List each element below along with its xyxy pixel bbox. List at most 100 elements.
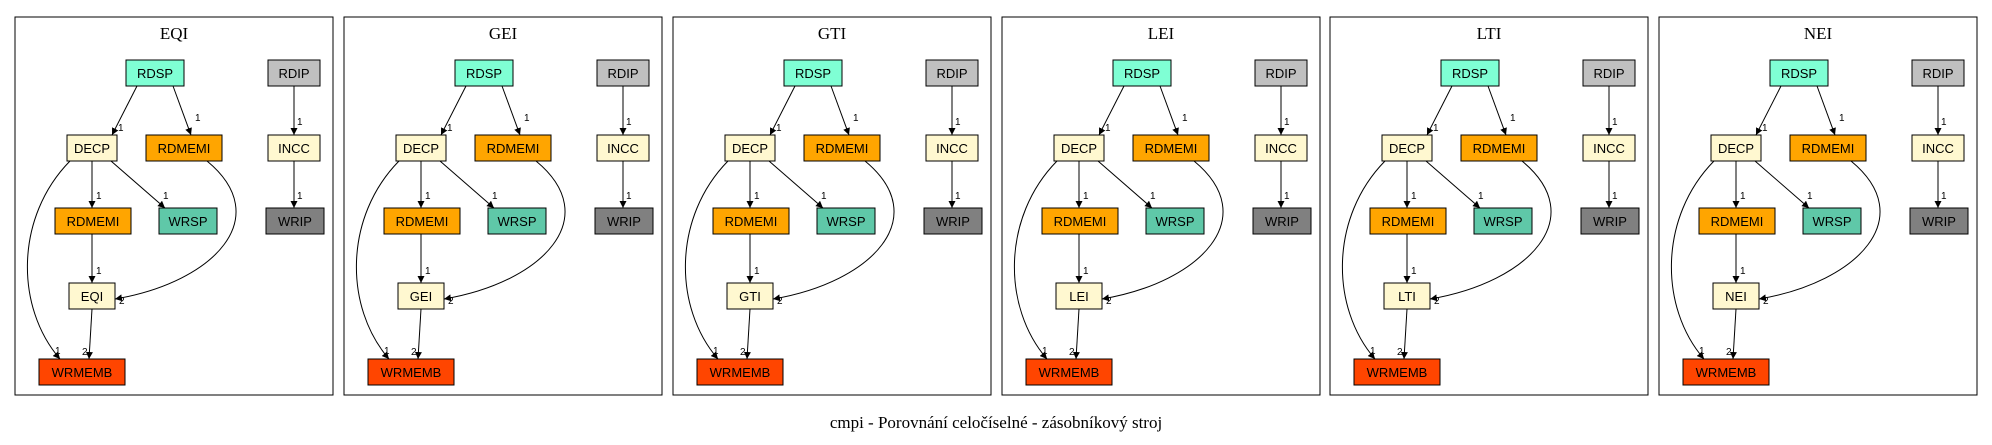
edge-arrow — [743, 308, 751, 360]
node-label: LTI — [1398, 289, 1416, 304]
node-wrsp: WRSP — [158, 207, 218, 235]
node-label: WRSP — [1484, 214, 1523, 229]
node-label: WRSP — [498, 214, 537, 229]
node-wrsp: WRSP — [1473, 207, 1533, 235]
node-decp: DECP — [724, 134, 776, 162]
edge-label: 1 — [713, 346, 719, 357]
node-rdip: RDIP — [1582, 59, 1636, 87]
edge-label: 2 — [1434, 296, 1440, 307]
edge-label: 1 — [297, 117, 303, 128]
node-box — [1055, 282, 1103, 310]
node-label: DECP — [1718, 141, 1754, 156]
edge-label: 1 — [853, 113, 859, 124]
node-rdmemi: RDMEMI — [712, 207, 790, 235]
node-box — [1582, 134, 1636, 162]
node-label: RDMEMI — [1711, 214, 1764, 229]
node-rdmemi: RDMEMI — [54, 207, 132, 235]
node-rdip: RDIP — [1254, 59, 1308, 87]
node-label: WRMEMB — [1696, 365, 1757, 380]
edge-arrow — [1816, 85, 1836, 136]
edge-arrow — [439, 160, 495, 209]
node-label: WRIP — [1593, 214, 1627, 229]
node-label: RDIP — [1922, 66, 1953, 81]
node-incc: INCC — [1911, 134, 1965, 162]
node-label: INCC — [1265, 141, 1297, 156]
node-box — [1682, 358, 1770, 386]
edge-label: 1 — [425, 191, 431, 202]
node-decp: DECP — [66, 134, 118, 162]
edge-label: 1 — [1150, 191, 1156, 202]
edge-arrow — [1400, 308, 1408, 360]
node-label: INCC — [1922, 141, 1954, 156]
panel-title: GTI — [818, 24, 847, 43]
node-box — [267, 134, 321, 162]
node-label: DECP — [1061, 141, 1097, 156]
edge-label: 1 — [1510, 113, 1516, 124]
edge-arrow — [1098, 85, 1125, 136]
node-wrsp: WRSP — [1145, 207, 1205, 235]
node-box — [712, 207, 790, 235]
edge-arrow — [443, 160, 566, 302]
edge-label: 1 — [1612, 191, 1618, 202]
node-box — [724, 134, 776, 162]
edge-label: 2 — [740, 347, 746, 358]
edge-label: 1 — [1105, 123, 1111, 134]
edge-arrow — [830, 85, 850, 136]
node-box — [783, 59, 843, 87]
node-box — [1041, 207, 1119, 235]
edge-arrow — [1342, 160, 1386, 360]
node-rdmemi-top: RDMEMI — [1460, 134, 1538, 162]
edge-arrow — [1101, 160, 1224, 302]
node-rdip: RDIP — [267, 59, 321, 87]
node-rdmemi-top: RDMEMI — [474, 134, 552, 162]
edge-arrow — [1754, 160, 1810, 209]
node-op: NEI — [1712, 282, 1760, 310]
node-label: WRIP — [278, 214, 312, 229]
node-box — [803, 134, 881, 162]
edge-arrow — [356, 160, 400, 360]
node-box — [383, 207, 461, 235]
node-label: RDIP — [607, 66, 638, 81]
edge-arrow — [27, 160, 71, 360]
node-label: WRMEMB — [52, 365, 113, 380]
edge-label: 1 — [1807, 191, 1813, 202]
node-box — [923, 207, 983, 235]
node-label: INCC — [936, 141, 968, 156]
node-label: GTI — [739, 289, 761, 304]
edge-label: 1 — [1941, 191, 1947, 202]
node-incc: INCC — [1582, 134, 1636, 162]
node-label: RDMEMI — [158, 141, 211, 156]
edge-label: 1 — [955, 117, 961, 128]
node-label: WRSP — [169, 214, 208, 229]
edge-label: 1 — [1433, 123, 1439, 134]
node-rdmemi-top: RDMEMI — [803, 134, 881, 162]
node-box — [1582, 59, 1636, 87]
node-label: RDMEMI — [1145, 141, 1198, 156]
edge-arrow — [772, 160, 895, 302]
node-box — [596, 59, 650, 87]
edge-arrow — [440, 85, 467, 136]
edge-label: 2 — [1397, 347, 1403, 358]
node-label: RDSP — [1124, 66, 1160, 81]
edge-label: 1 — [754, 191, 760, 202]
edge-label: 2 — [1763, 296, 1769, 307]
edge-arrow — [85, 308, 93, 360]
edge-label: 1 — [118, 123, 124, 134]
node-wrmemb: WRMEMB — [1682, 358, 1770, 386]
edge-label: 1 — [626, 117, 632, 128]
node-rdsp: RDSP — [454, 59, 514, 87]
node-box — [38, 358, 126, 386]
node-label: RDIP — [278, 66, 309, 81]
node-label: WRMEMB — [1039, 365, 1100, 380]
node-rdmemi: RDMEMI — [1698, 207, 1776, 235]
node-label: DECP — [74, 141, 110, 156]
panel-title: LEI — [1148, 24, 1175, 43]
node-box — [594, 207, 654, 235]
node-wrip: WRIP — [1909, 207, 1969, 235]
edge-label: 1 — [1478, 191, 1484, 202]
edge-arrow — [1014, 160, 1058, 360]
edge-label: 1 — [1411, 266, 1417, 277]
